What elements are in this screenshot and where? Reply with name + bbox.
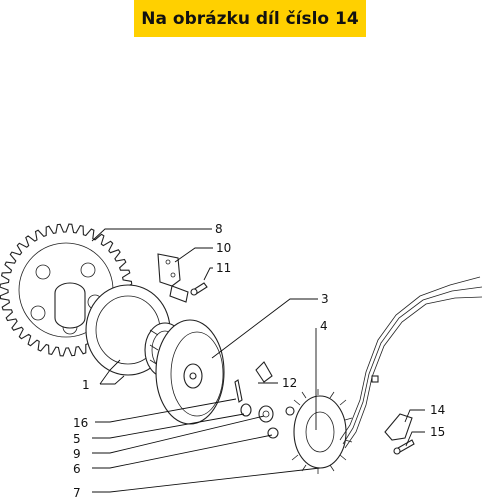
callout-4: 4 (320, 319, 328, 333)
leader-lines (91, 228, 425, 493)
screw-15 (393, 439, 415, 455)
callout-9: 9 (73, 447, 81, 461)
callout-16: 16 (73, 416, 88, 430)
screw-11 (190, 282, 208, 296)
small-hardware (234, 379, 295, 439)
callout-14: 14 (430, 403, 445, 417)
callout-3: 3 (321, 292, 329, 306)
callout-1: 1 (82, 378, 90, 392)
callout-labels: 1 3 4 5 6 7 8 9 10 11 12 14 15 16 (73, 222, 445, 500)
key (255, 361, 273, 383)
callout-12: 12 (282, 376, 297, 390)
callout-15: 15 (430, 425, 445, 439)
wiring-harness (339, 276, 483, 449)
callout-5: 5 (73, 432, 81, 446)
bracket (157, 253, 189, 303)
header-caption: Na obrázku díl číslo 14 (141, 8, 359, 29)
callout-8: 8 (215, 222, 223, 236)
stator (291, 389, 353, 474)
callout-11: 11 (216, 261, 231, 275)
callout-6: 6 (73, 462, 81, 476)
callout-7: 7 (73, 486, 81, 500)
cable-clamp (384, 413, 413, 441)
header-banner: Na obrázku díl číslo 14 (134, 0, 366, 37)
callout-10: 10 (216, 241, 231, 255)
flywheel-rotor (155, 319, 225, 425)
